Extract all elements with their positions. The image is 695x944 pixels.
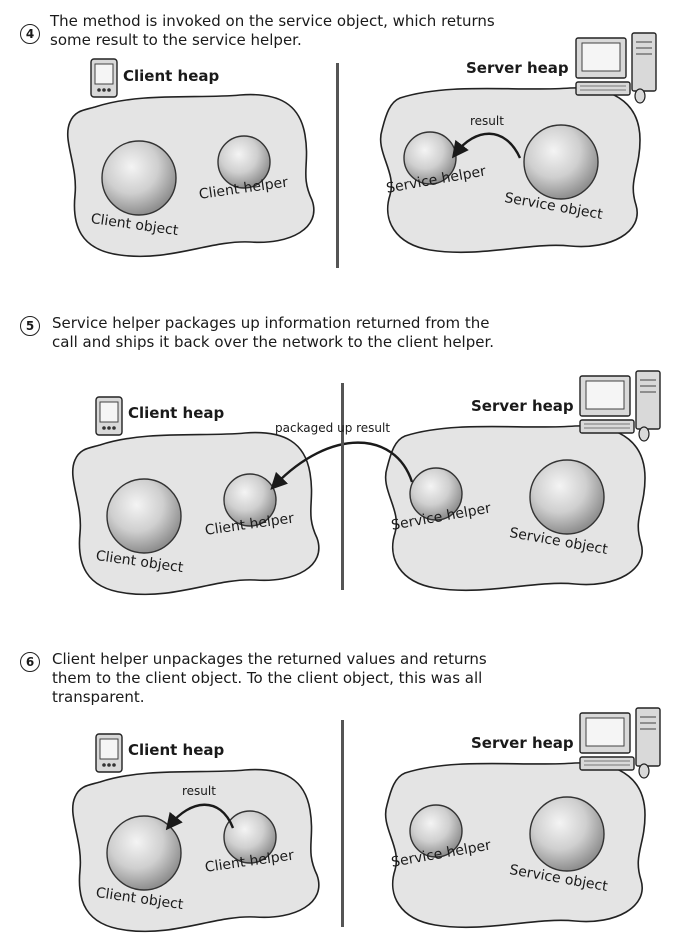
arrow-label: packaged up result (275, 421, 391, 435)
result-arrow (165, 803, 235, 831)
step-6-diagram (71, 707, 661, 933)
step-description: Service helper packages up information r… (52, 314, 495, 351)
server-heap-label: Server heap (471, 397, 574, 415)
client-helper-sphere (217, 135, 271, 189)
server-heap-label: Server heap (466, 59, 569, 77)
network-divider (336, 63, 339, 268)
service-object-sphere (523, 124, 599, 200)
client-heap-label: Client heap (123, 67, 220, 85)
arrow-label: result (470, 114, 504, 128)
step-number: 4 (20, 24, 40, 44)
network-divider (341, 383, 344, 590)
pda-icon (95, 733, 123, 773)
service-helper-sphere (409, 467, 463, 521)
client-helper-sphere (223, 810, 277, 864)
computer-icon (579, 707, 661, 779)
arrow-label: result (182, 784, 216, 798)
network-divider (341, 720, 344, 927)
client-helper-sphere (223, 473, 277, 527)
pda-icon (95, 396, 123, 436)
packaged-result-arrow (270, 441, 414, 490)
client-object-sphere (106, 478, 182, 554)
service-object-sphere (529, 796, 605, 872)
step-5-diagram (71, 370, 661, 596)
step-number: 5 (20, 316, 40, 336)
client-heap-label: Client heap (128, 404, 225, 422)
client-object-sphere (106, 815, 182, 891)
service-object-sphere (529, 459, 605, 535)
step-number: 6 (20, 652, 40, 672)
server-heap-label: Server heap (471, 734, 574, 752)
step-description: Client helper unpackages the returned va… (52, 650, 487, 706)
computer-icon (575, 32, 657, 104)
step-4-diagram (66, 32, 657, 258)
client-heap-label: Client heap (128, 741, 225, 759)
client-object-sphere (101, 140, 177, 216)
client-heap-blob (71, 431, 320, 596)
step-description: The method is invoked on the service obj… (50, 12, 495, 49)
client-heap-blob (66, 93, 315, 258)
computer-icon (579, 370, 661, 442)
result-arrow (451, 132, 522, 159)
service-helper-sphere (409, 804, 463, 858)
client-heap-blob (71, 768, 320, 933)
pda-icon (90, 58, 118, 98)
